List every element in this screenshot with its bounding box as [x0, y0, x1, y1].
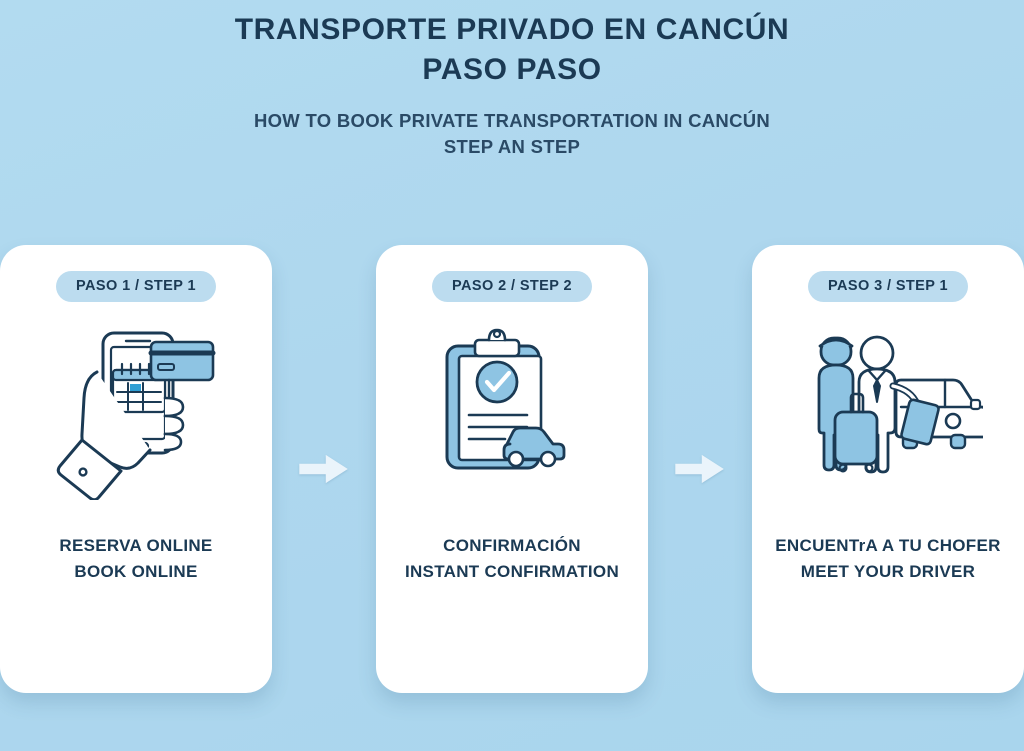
step-caption-3-es: ENCUENTrA A TU CHOFER: [775, 536, 1001, 555]
step-badge-3: PASO 3 / STEP 1: [808, 271, 968, 302]
arrow-right-icon: [675, 454, 724, 484]
step-illustration-3: [793, 320, 983, 500]
hand-holding-phone-with-calendar-and-credit-card-icon: [56, 331, 216, 500]
step-badge-2: PASO 2 / STEP 2: [432, 271, 592, 302]
subtitle-line-2: STEP AN STEP: [443, 136, 581, 158]
step-caption-1-en: BOOK ONLINE: [74, 562, 198, 582]
arrow-right-icon: [299, 454, 348, 484]
step-card-1: PASO 1 / STEP 1: [0, 245, 272, 693]
infographic-header: TRANSPORTE PRIVADO EN CANCÚN PASO PASO H…: [0, 0, 1024, 160]
page-subtitle: HOW TO BOOK PRIVATE TRANSPORTATION IN CA…: [0, 108, 1024, 161]
clipboard-with-checkmark-and-car-icon: [445, 328, 566, 470]
step-illustration-1: [41, 320, 231, 500]
step-caption-2-es: CONFIRMACIÓN: [443, 536, 581, 555]
title-line-1: TRANSPORTE PRIVADO EN CANCÚN: [234, 13, 790, 46]
step-card-3: PASO 3 / STEP 1: [752, 245, 1024, 693]
step-badge-1: PASO 1 / STEP 1: [56, 271, 216, 302]
connector-1: [272, 245, 376, 693]
step-caption-1: RESERVA ONLINE BOOK ONLINE: [0, 533, 272, 586]
step-caption-3: ENCUENTrA A TU CHOFER MEET YOUR DRIVER: [752, 533, 1024, 586]
step-caption-3-en: MEET YOUR DRIVER: [800, 562, 976, 582]
connector-2: [648, 245, 752, 693]
step-card-2: PASO 2 / STEP 2: [376, 245, 648, 693]
subtitle-line-1: HOW TO BOOK PRIVATE TRANSPORTATION IN CA…: [253, 109, 771, 131]
step-caption-2: CONFIRMACIÓN INSTANT CONFIRMATION: [376, 533, 648, 586]
page-title: TRANSPORTE PRIVADO EN CANCÚN PASO PASO: [0, 10, 1024, 90]
step-illustration-2: [417, 320, 607, 500]
steps-row: PASO 1 / STEP 1: [0, 245, 1024, 693]
step-caption-1-es: RESERVA ONLINE: [59, 536, 213, 555]
title-line-2: PASO PASO: [422, 52, 602, 86]
step-caption-2-en: INSTANT CONFIRMATION: [404, 562, 620, 582]
driver-passenger-luggage-and-car-icon: [817, 335, 983, 474]
